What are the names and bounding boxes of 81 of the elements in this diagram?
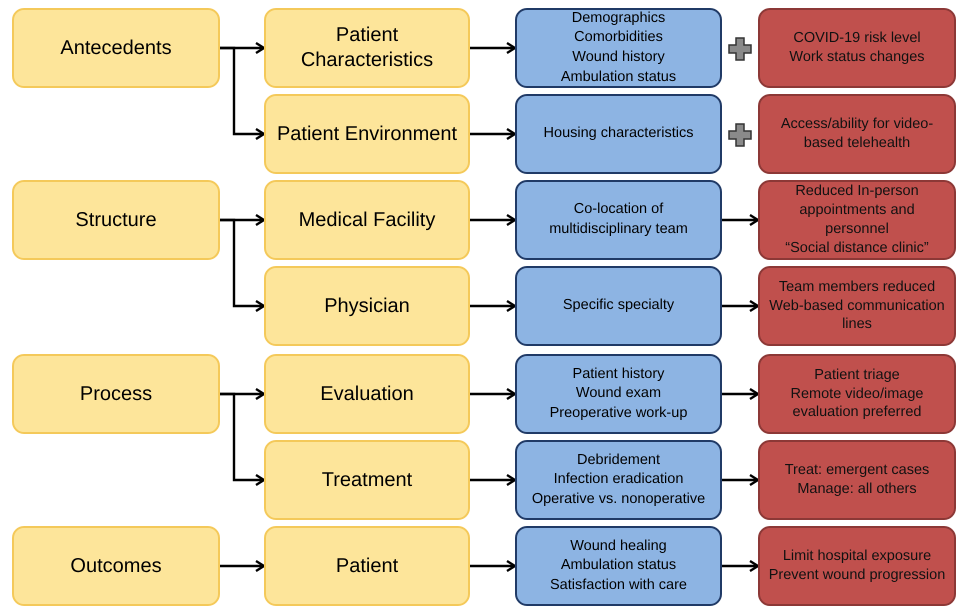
covid-change-box: [758, 266, 956, 346]
arrow: [722, 300, 760, 312]
element-label: Patient: [336, 554, 398, 578]
category-label: Outcomes: [70, 554, 162, 578]
factor-box: [515, 8, 722, 88]
factor-text: Housing characteristics: [544, 124, 694, 144]
arrow: [722, 388, 760, 400]
factor-text: Ambulation status: [560, 556, 676, 576]
element-box: [264, 266, 470, 346]
arrow: [220, 392, 266, 486]
factor-box: [515, 526, 722, 606]
covid-change-box: [758, 440, 956, 520]
covid-change-box: [758, 94, 956, 174]
factor-text: Operative vs. nonoperative: [532, 490, 706, 509]
factor-text: Wound exam: [576, 384, 662, 404]
change-text: Work status changes: [789, 48, 925, 67]
change-text: Web-based communication lines: [768, 296, 946, 334]
element-box: [264, 8, 470, 88]
arrow: [470, 214, 516, 226]
category-label: Process: [80, 382, 152, 406]
element-label: Patient Characteristics: [300, 23, 434, 73]
covid-change-box: [758, 8, 956, 88]
change-text: COVID-19 risk level: [793, 29, 921, 48]
factor-text: Wound healing: [570, 536, 667, 556]
change-text: Treat: emergent cases: [784, 461, 930, 480]
element-label: Evaluation: [320, 382, 414, 406]
factor-box: [515, 266, 722, 346]
factor-box: [515, 180, 722, 260]
change-text: Team members reduced: [778, 278, 936, 297]
element-label: Treatment: [322, 468, 412, 492]
element-box: [264, 526, 470, 606]
change-text: Manage: all others: [797, 480, 917, 499]
factor-box: [515, 94, 722, 174]
covid-change-box: [758, 354, 956, 434]
change-text: “Social distance clinic”: [785, 238, 929, 258]
arrow: [722, 474, 760, 486]
element-label: Patient Environment: [276, 122, 458, 146]
arrow: [470, 42, 516, 54]
covid-change-box: [758, 180, 956, 260]
arrow: [470, 388, 516, 400]
factor-box: [515, 354, 722, 434]
element-box: [264, 354, 470, 434]
category-label: Antecedents: [60, 36, 172, 60]
factor-box: [515, 440, 722, 520]
change-text: Patient triage: [814, 366, 900, 385]
element-box: [264, 440, 470, 520]
category-box: [12, 180, 220, 260]
change-text: Remote video/image evaluation preferred: [790, 384, 924, 422]
covid-change-box: [758, 526, 956, 606]
factor-text: Ambulation status: [560, 68, 676, 87]
element-box: [264, 94, 470, 174]
category-box: [12, 526, 220, 606]
element-label: Medical Facility: [298, 208, 436, 232]
change-text: Limit hospital exposure: [782, 547, 932, 566]
category-box: [12, 8, 220, 88]
arrow: [470, 474, 516, 486]
factor-text: Infection eradication: [554, 470, 684, 490]
factor-text: Specific specialty: [562, 296, 674, 316]
change-text: Reduced In-person appointments and personnel: [794, 182, 920, 239]
arrow: [220, 218, 266, 312]
factor-text: Comorbidities: [574, 28, 663, 48]
factor-text: Satisfaction with care: [550, 576, 687, 595]
category-box: [12, 354, 220, 434]
change-text: Access/ability for video-based telehealth: [780, 115, 934, 153]
factor-text: Co-location of multidisciplinary team: [548, 200, 689, 239]
category-label: Structure: [75, 208, 157, 232]
factor-text: Wound history: [572, 48, 665, 67]
element-box: [264, 180, 470, 260]
element-label: Physician: [324, 294, 410, 318]
arrow: [722, 214, 760, 226]
arrow: [470, 300, 516, 312]
factor-text: Demographics: [572, 8, 666, 28]
factor-text: Debridement: [576, 450, 660, 470]
arrow: [220, 560, 266, 572]
arrow: [470, 560, 516, 572]
factor-text: Patient history: [572, 364, 664, 384]
factor-text: Preoperative work-up: [550, 404, 688, 423]
arrow: [722, 560, 760, 572]
arrow: [220, 46, 266, 140]
arrow: [470, 128, 516, 140]
change-text: Prevent wound progression: [768, 566, 946, 585]
